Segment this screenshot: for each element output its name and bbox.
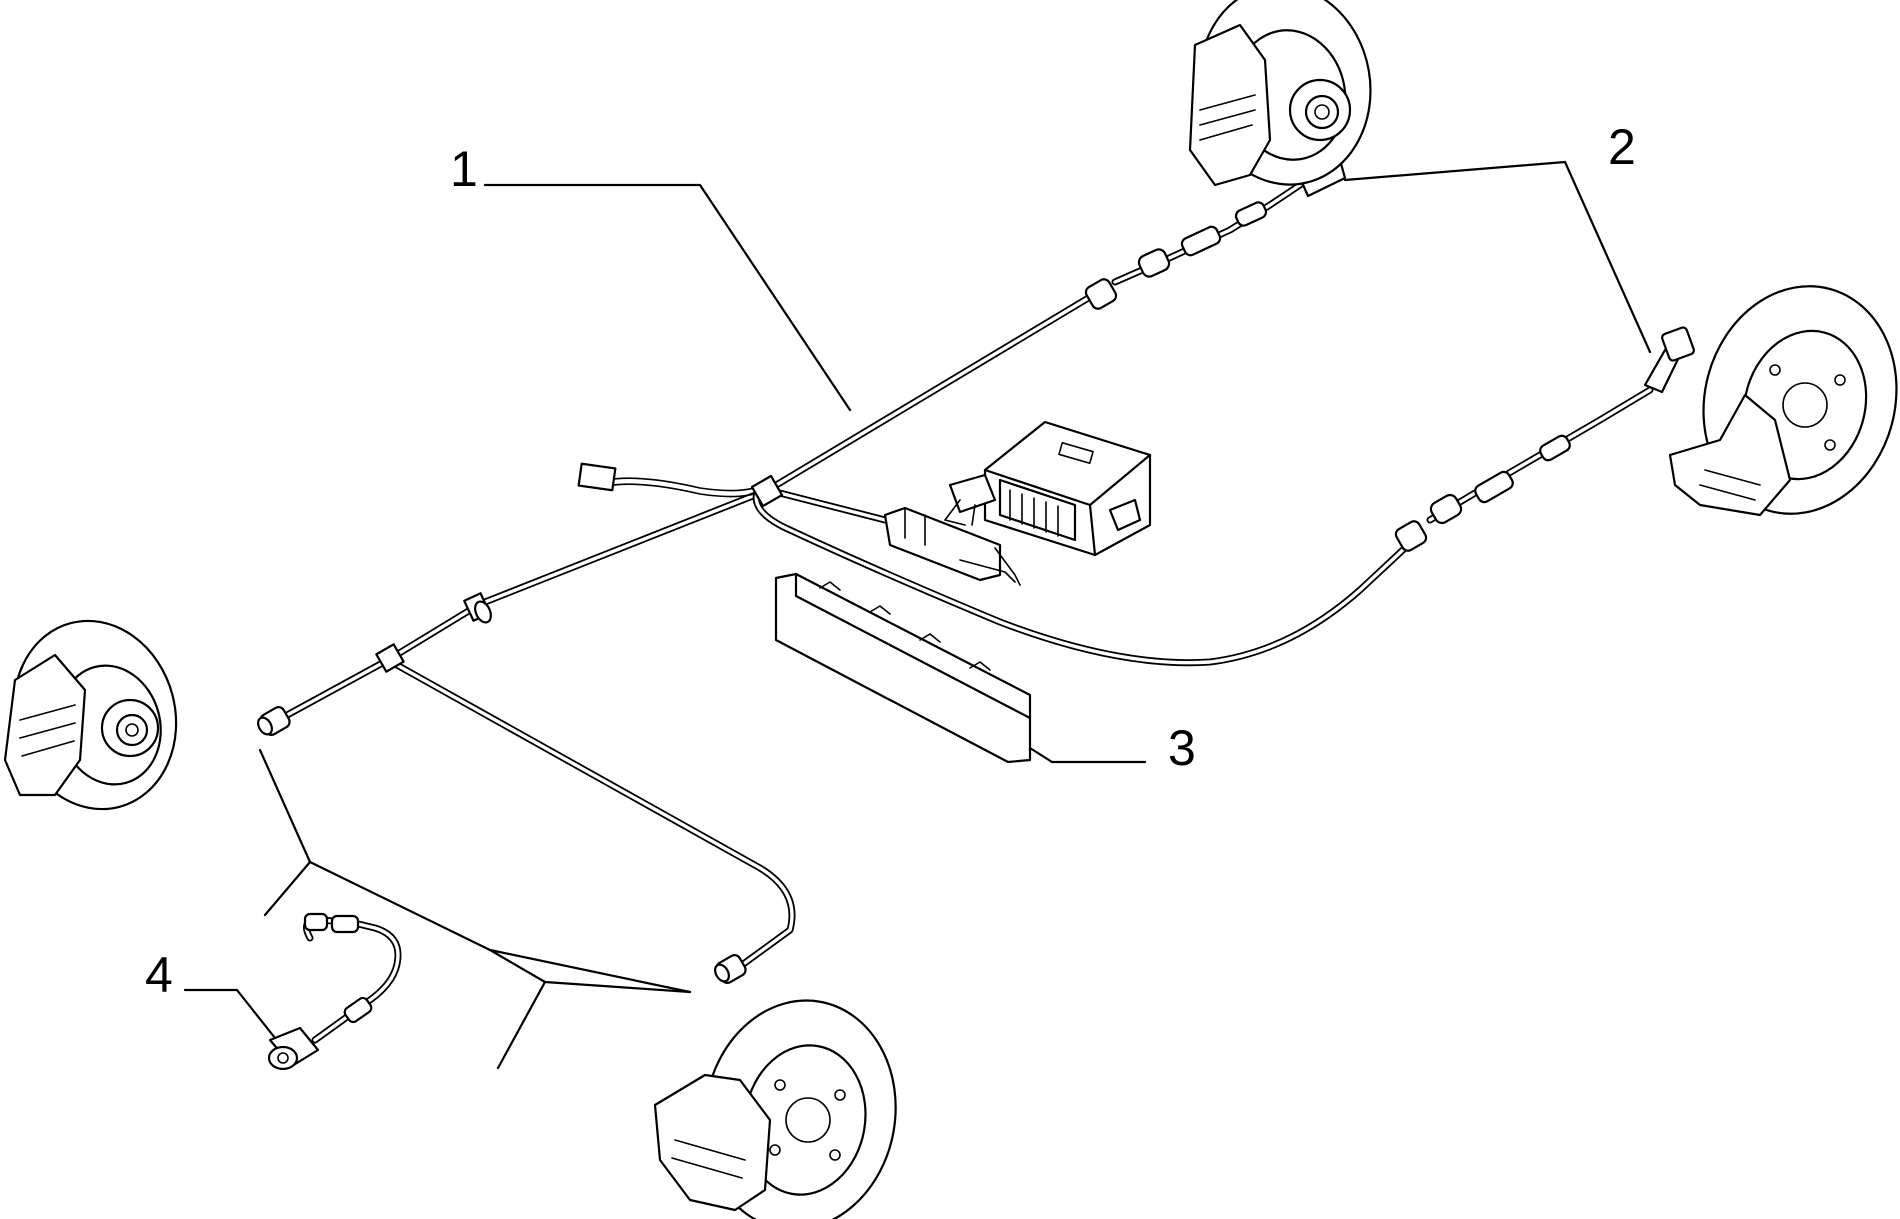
ecu-connector-plug xyxy=(883,506,1021,586)
leader-lines xyxy=(183,160,1652,1070)
sensor-part-4 xyxy=(267,912,402,1071)
callout-label-3: 3 xyxy=(1168,720,1196,776)
main-harness xyxy=(257,278,1428,984)
brake-assembly-rear-right xyxy=(1668,285,1898,517)
cover-plate xyxy=(774,572,1032,764)
callout-label-2: 2 xyxy=(1608,119,1636,175)
callout-label-4: 4 xyxy=(145,947,173,1003)
brake-assembly-front-bottom xyxy=(653,999,897,1219)
abs-control-unit xyxy=(944,420,1152,557)
callout-label-1: 1 xyxy=(450,141,478,197)
brake-assembly-front-left xyxy=(3,619,178,811)
brake-assembly-rear-top xyxy=(1188,0,1372,187)
sensor-rear-right xyxy=(1426,326,1695,525)
